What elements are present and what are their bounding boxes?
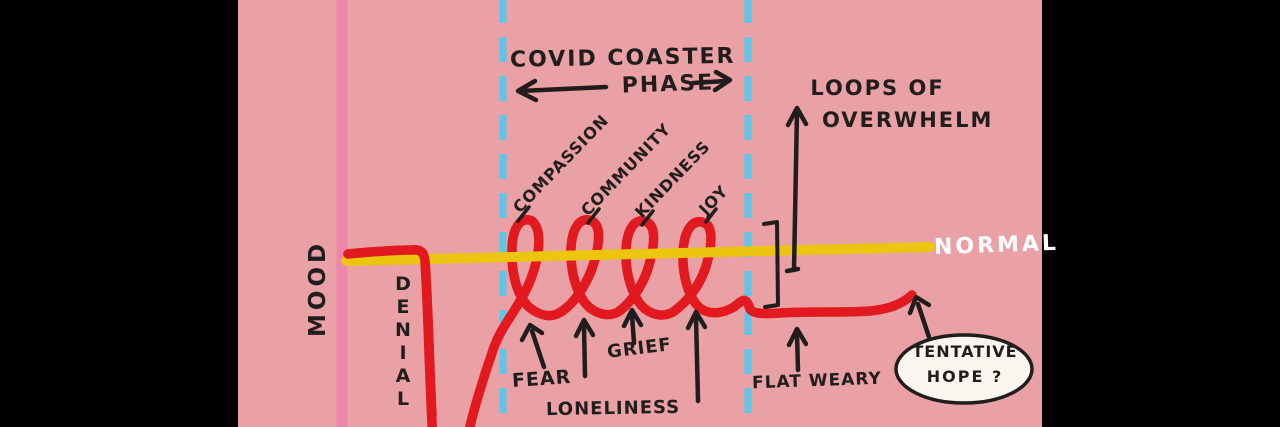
overwhelm-label-line1: LOOPS OF <box>810 76 945 100</box>
loneliness-label: LONELINESS <box>545 396 681 421</box>
overwhelm-label-line2: OVERWHELM <box>822 108 994 132</box>
joy-tick <box>704 207 718 224</box>
tentative-hope-line2: HOPE ? <box>926 367 1004 386</box>
kindness-tick <box>640 209 655 227</box>
tentative-hope-line1: TENTATIVE <box>912 342 1018 361</box>
denial-label: DENIAL <box>395 273 411 410</box>
y-axis-label: MOOD <box>305 239 331 337</box>
fear-arrow <box>519 322 547 370</box>
phase-left-arrow <box>515 78 609 103</box>
grief-arrow <box>621 307 644 346</box>
overwhelm-arrow <box>784 105 809 274</box>
phase-right-arrow <box>690 69 733 93</box>
mood-line-start-overdraw <box>343 245 437 420</box>
flat-weary-arrow <box>786 326 809 373</box>
chart-title-line1: COVID COASTER <box>509 43 736 73</box>
chart-title-line2: PHASE <box>621 70 715 99</box>
joy-loop-arrow <box>685 309 708 404</box>
normal-label: NORMAL <box>933 230 1060 261</box>
fear-label: FEAR <box>511 365 572 393</box>
mood-line <box>343 214 917 427</box>
tentative-hope-bubble <box>894 333 1034 405</box>
tentative-hope-arrow <box>907 294 932 340</box>
compassion-tick <box>516 205 531 223</box>
normal-line <box>341 242 935 266</box>
community-tick <box>586 207 601 225</box>
loneliness-arrow <box>573 317 596 379</box>
loops-bracket <box>762 220 780 309</box>
